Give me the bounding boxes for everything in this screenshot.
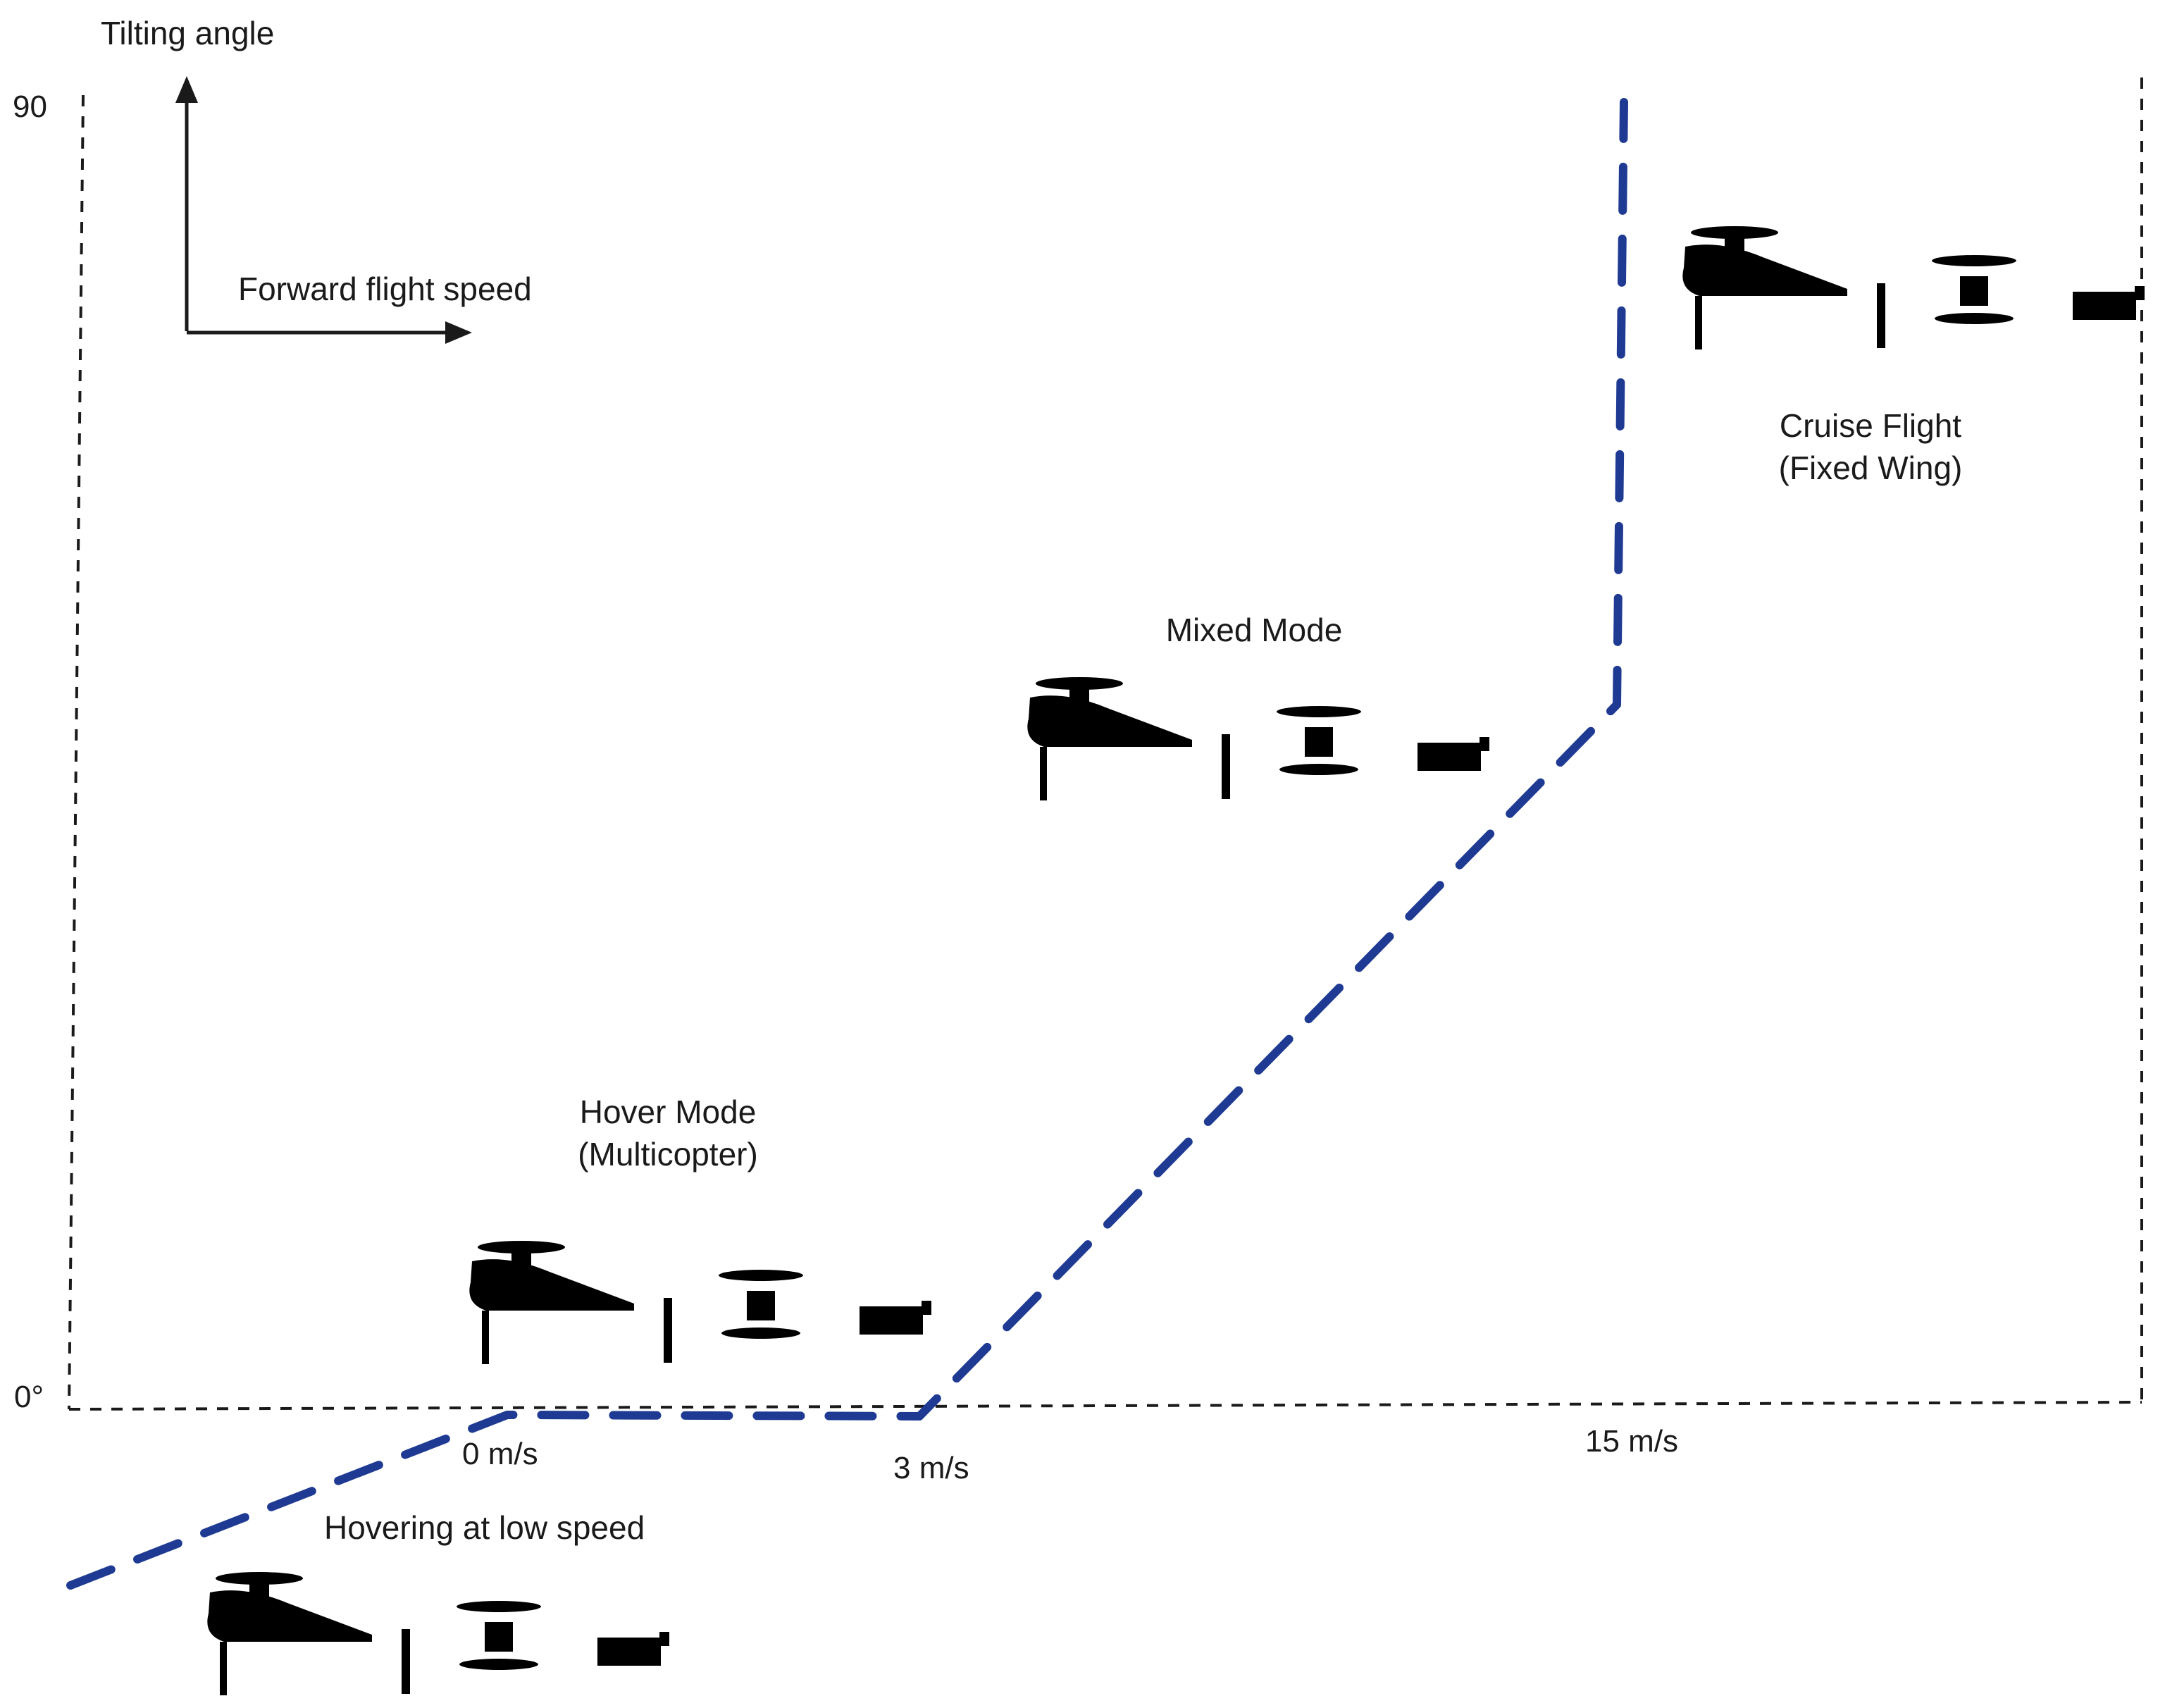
x-axis-label: Forward flight speed <box>238 271 532 307</box>
y-tick-top: 90 <box>13 89 47 124</box>
axis-arrows <box>175 76 472 344</box>
x-tick-0: 0 m/s <box>462 1437 538 1471</box>
mixed-mode-label: Mixed Mode <box>1166 612 1343 648</box>
hover-mode-sublabel: (Multicopter) <box>578 1136 758 1172</box>
drone-cruise-icon <box>1682 218 2145 349</box>
drone-mixed-icon <box>1027 669 1489 800</box>
frame-bottom <box>68 1401 2142 1411</box>
x-tick-15: 15 m/s <box>1585 1424 1678 1459</box>
low-speed-hover-label: Hovering at low speed <box>324 1509 645 1546</box>
drone-hover-icon <box>469 1233 931 1364</box>
transition-curve <box>66 98 1628 1590</box>
y-arrow-head-icon <box>175 76 198 103</box>
cruise-flight-sublabel: (Fixed Wing) <box>1779 450 1963 486</box>
y-axis-label: Tilting angle <box>101 15 274 51</box>
hover-mode-label: Hover Mode <box>580 1094 757 1130</box>
x-arrow-head-icon <box>445 321 472 344</box>
cruise-flight-label: Cruise Flight <box>1780 407 1961 444</box>
x-tick-3: 3 m/s <box>893 1451 969 1485</box>
y-tick-bottom: 0° <box>14 1380 44 1414</box>
frame-left <box>68 94 85 1410</box>
drone-low-speed-icon <box>207 1564 669 1695</box>
